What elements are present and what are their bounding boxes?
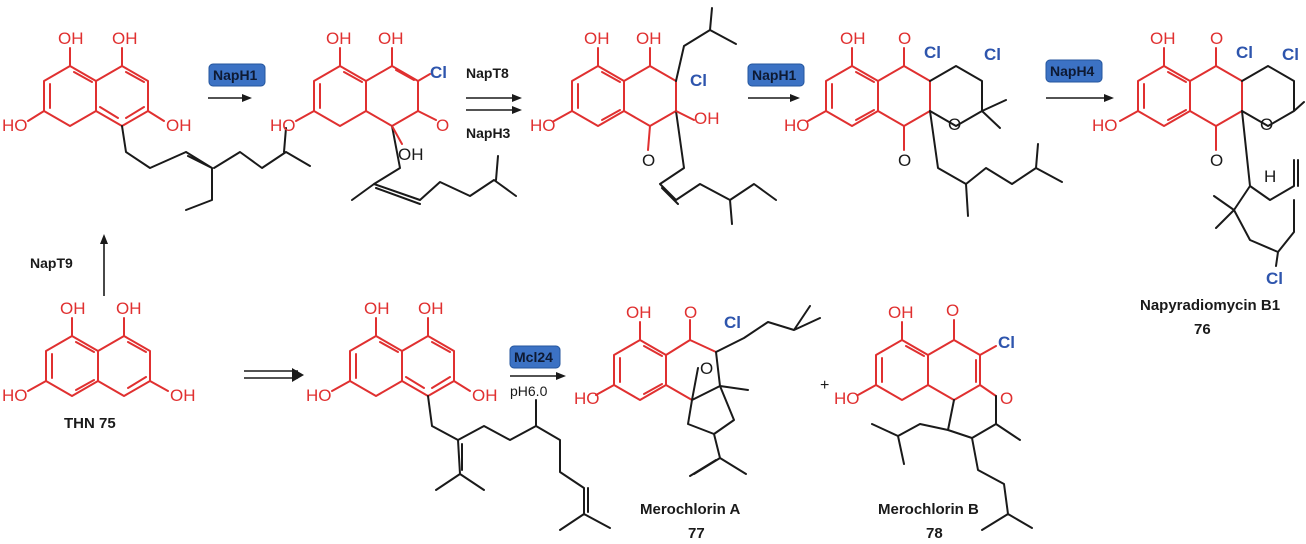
atom-cl: Cl	[1282, 45, 1299, 64]
atom-oh: OH	[472, 386, 498, 405]
reagent-label-napt9: NapT9	[30, 255, 73, 271]
atom-ho: HO	[2, 116, 28, 135]
atom-cl: Cl	[924, 43, 941, 62]
atom-ho: HO	[1092, 116, 1118, 135]
molecule-napyradiomycin-b1: OH O HO O O H Cl Cl Cl Napyradiomycin B1…	[1092, 29, 1305, 338]
atom-cl: Cl	[690, 71, 707, 90]
atom-oh: OH	[418, 299, 444, 318]
enzyme-label-naph1: NapH1	[752, 67, 797, 83]
molecule-chloro-intermediate: OH OH HO O OH Cl	[270, 29, 517, 205]
atom-ho: HO	[2, 386, 28, 405]
atom-cl: Cl	[998, 333, 1015, 352]
enzyme-label-mcl24: Mcl24	[514, 349, 553, 365]
reaction-arrow-naph4: NapH4	[1045, 59, 1114, 102]
atom-o: O	[1210, 29, 1223, 48]
atom-cl: Cl	[430, 63, 447, 82]
molecule-prenyl-tetralone: OH OH HO OH O Cl	[530, 7, 777, 225]
atom-h: H	[1264, 167, 1276, 186]
atom-o: O	[1210, 151, 1223, 170]
atom-oh: OH	[112, 29, 138, 48]
atom-oh: OH	[326, 29, 352, 48]
atom-oh: OH	[1150, 29, 1176, 48]
atom-o: O	[700, 359, 713, 378]
molecule-geranyl-thn: OH OH HO OH	[2, 29, 311, 211]
atom-o: O	[1260, 115, 1273, 134]
enzyme-label-naph1: NapH1	[213, 67, 258, 83]
atom-o: O	[1000, 389, 1013, 408]
reaction-arrow-napt8-naph3: NapT8 NapH3	[466, 65, 522, 141]
compound-name-merochlorin-a: Merochlorin A	[640, 501, 740, 518]
atom-oh: OH	[840, 29, 866, 48]
atom-o: O	[898, 29, 911, 48]
atom-oh: OH	[58, 29, 84, 48]
compound-name-napyradiomycin-b1: Napyradiomycin B1	[1140, 297, 1280, 314]
atom-o: O	[436, 116, 449, 135]
plus-sign: +	[820, 377, 829, 394]
atom-oh: OH	[116, 299, 142, 318]
enzyme-label-naph4: NapH4	[1050, 63, 1095, 79]
molecule-pyran-naphthoquinone: OH O HO O O Cl Cl	[784, 29, 1063, 217]
atom-cl: Cl	[1266, 269, 1283, 288]
reaction-arrow-naph1-1: NapH1	[208, 63, 266, 102]
atom-oh: OH	[378, 29, 404, 48]
atom-cl: Cl	[984, 45, 1001, 64]
atom-ho: HO	[834, 389, 860, 408]
atom-cl: Cl	[724, 313, 741, 332]
reaction-arrow-napt9: NapT9	[30, 234, 108, 296]
compound-name-merochlorin-b: Merochlorin B	[878, 501, 979, 518]
atom-oh: OH	[626, 303, 652, 322]
molecule-prenyl-thn-precursor: OH OH HO OH	[306, 299, 611, 531]
atom-oh: OH	[398, 145, 424, 164]
atom-oh: OH	[60, 299, 86, 318]
compound-number-77: 77	[688, 525, 705, 542]
atom-ho: HO	[784, 116, 810, 135]
condition-ph: pH6.0	[510, 383, 548, 399]
atom-oh: OH	[170, 386, 196, 405]
atom-ho: HO	[306, 386, 332, 405]
atom-cl: Cl	[1236, 43, 1253, 62]
atom-o: O	[684, 303, 697, 322]
reaction-arrow-mcl24: Mcl24 pH6.0	[509, 345, 566, 399]
molecule-merochlorin-b: OH O HO O Cl Merochlorin B 78	[834, 301, 1033, 542]
compound-name-thn-75: THN 75	[64, 415, 116, 432]
atom-oh: OH	[636, 29, 662, 48]
reagent-label-napt8: NapT8	[466, 65, 509, 81]
atom-o: O	[946, 301, 959, 320]
reaction-arrow-naph1-2: NapH1	[747, 63, 805, 102]
atom-ho: HO	[530, 116, 556, 135]
atom-o: O	[642, 151, 655, 170]
atom-o: O	[898, 151, 911, 170]
atom-ho: HO	[270, 116, 296, 135]
reagent-label-naph3: NapH3	[466, 125, 511, 141]
molecule-merochlorin-a: OH O HO O Cl Merochlorin A 77	[574, 303, 821, 542]
atom-oh: OH	[364, 299, 390, 318]
atom-o: O	[948, 115, 961, 134]
atom-oh: OH	[584, 29, 610, 48]
atom-ho: HO	[574, 389, 600, 408]
molecule-thn-75: OH OH HO OH THN 75	[2, 299, 196, 432]
compound-number-76: 76	[1194, 321, 1211, 338]
atom-oh: OH	[694, 109, 720, 128]
compound-number-78: 78	[926, 525, 943, 542]
atom-oh: OH	[166, 116, 192, 135]
reaction-arrow-multistep	[244, 368, 304, 382]
atom-oh: OH	[888, 303, 914, 322]
